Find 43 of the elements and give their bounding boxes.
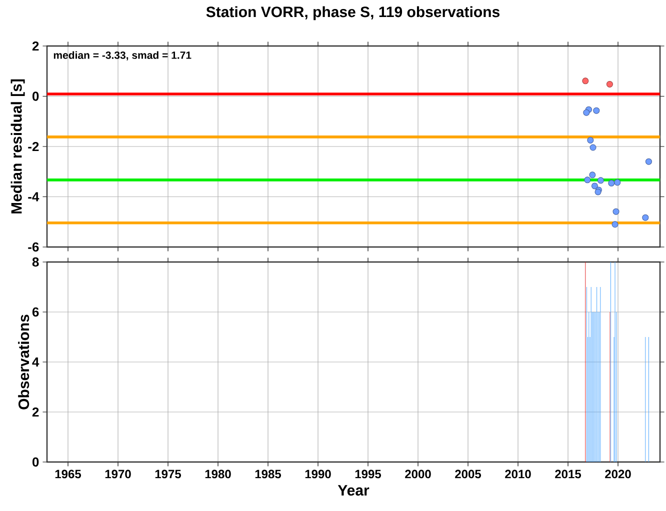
point	[587, 136, 594, 144]
y-tick-label: -4	[28, 192, 40, 202]
y-tick-label: -6	[28, 242, 39, 252]
y-tick-label: 2	[32, 41, 39, 51]
x-tick-label: 2005	[455, 470, 482, 478]
y-tick-label: 0	[32, 457, 39, 467]
point	[589, 172, 596, 178]
point	[612, 208, 620, 215]
y-tick-label: -2	[28, 142, 39, 152]
x-tick-label: 1970	[105, 470, 131, 478]
point	[593, 107, 600, 114]
point	[583, 109, 590, 116]
x-tick-label: 1980	[205, 470, 231, 478]
point	[584, 176, 591, 184]
y-tick-label: 4	[32, 358, 40, 366]
point	[591, 182, 598, 190]
x-tick-label: 1975	[155, 470, 182, 478]
point	[645, 158, 652, 165]
y-axis-title: Median residual [s]	[10, 79, 25, 214]
x-tick-label: 1995	[355, 470, 382, 478]
x-tick-label: 1990	[305, 470, 331, 478]
point	[614, 179, 621, 186]
point	[597, 177, 604, 184]
point	[606, 80, 613, 88]
point	[582, 78, 589, 84]
x-tick-label: 2020	[605, 470, 631, 478]
y-tick-label: 8	[32, 257, 39, 267]
point	[642, 214, 649, 221]
point	[612, 221, 618, 228]
y-tick-label: 6	[32, 307, 39, 317]
point	[608, 180, 615, 186]
x-tick-label: 2000	[405, 470, 431, 478]
y-tick-label: 0	[32, 92, 39, 101]
x-tick-label: 2015	[555, 470, 582, 478]
y-axis-title: Observations	[18, 314, 30, 410]
stats-label: median = -3.33, smad = 1.71	[54, 51, 192, 60]
point	[590, 144, 596, 151]
x-tick-label: 1965	[55, 470, 82, 478]
chart-title: Station VORR, phase S, 119 observations	[206, 6, 500, 20]
x-axis-title: Year	[338, 485, 370, 496]
x-tick-label: 2010	[505, 470, 531, 478]
x-tick-label: 1985	[255, 470, 282, 478]
y-tick-label: 2	[32, 407, 39, 417]
